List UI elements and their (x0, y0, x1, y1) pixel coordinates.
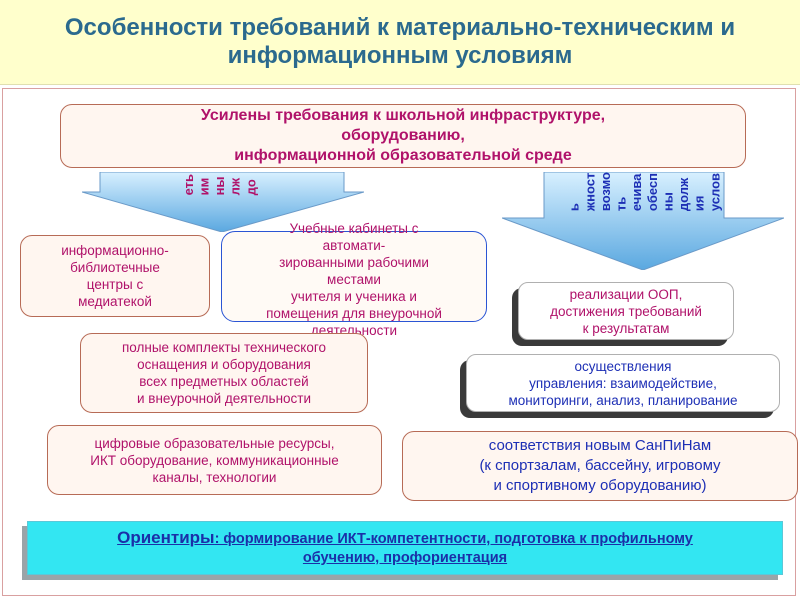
library-line: информационно- (61, 243, 169, 258)
classrooms-line: Учебные кабинеты с (289, 221, 419, 236)
management-line: мониторинги, анализ, планирование (508, 392, 738, 408)
library-line: медиатекой (78, 294, 152, 309)
equipment-box: полные комплекты технического оснащения … (80, 333, 368, 413)
right-arrow-label-col: ия (691, 195, 707, 212)
orientiry-text-1: : формирование ИКТ-компетентности, подго… (214, 531, 693, 547)
equipment-line: и внеурочной деятельности (136, 391, 312, 406)
oop-line: достижения требований (550, 303, 702, 319)
digital-line: каналы, технологии (152, 469, 277, 485)
classrooms-line: местами (327, 272, 381, 287)
main-requirements-line-3: информационной образовательной среде (234, 147, 572, 164)
library-centers-box: информационно- библиотечные центры с мед… (20, 235, 210, 317)
sanpin-line: и спортивному оборудованию) (493, 477, 707, 494)
sanpin-box: соответствия новым СанПиНам (к спортзала… (402, 431, 798, 501)
slide-title-line-2: информационным условиям (227, 42, 573, 69)
orientiry-lead: Ориентиры (117, 528, 215, 547)
right-arrow-label-col: ь (566, 203, 582, 212)
management-line: управления: взаимодействие, (529, 375, 717, 391)
digital-resources-box: цифровые образовательные ресурсы, ИКТ об… (47, 425, 382, 495)
right-arrow-label: услов ия долж ны обесп ечива ть возмо жн… (530, 172, 760, 211)
equipment-line: оснащения и оборудования (137, 357, 311, 372)
equipment-line: всех предметных областей (139, 374, 309, 389)
right-arrow-label-col: жност (582, 172, 598, 212)
oop-box: реализации ООП, достижения требований к … (518, 282, 734, 340)
sanpin-line: (к спортзалам, бассейну, игровому (479, 457, 721, 474)
management-box: осуществления управления: взаимодействие… (466, 354, 780, 412)
digital-line: ИКТ оборудование, коммуникационные (90, 452, 339, 468)
classrooms-line: автомати- (322, 238, 386, 253)
right-arrow-label-col: долж (676, 177, 692, 212)
left-arrow-label-col: лж (227, 177, 243, 196)
right-arrow-label-col: обесп (644, 173, 660, 212)
left-arrow-label-col: им (196, 177, 212, 196)
left-arrow-label-col: еть (180, 174, 196, 196)
right-arrow-label-col: ечива (629, 173, 645, 212)
orientiry-line-1: Ориентиры: формирование ИКТ-компетентнос… (117, 528, 693, 549)
oop-line: к результатам (582, 320, 670, 336)
classrooms-line: зированными рабочими (279, 255, 429, 270)
right-arrow-label-col: возмо (597, 172, 613, 212)
content-frame (2, 88, 796, 596)
main-requirements-line-2: оборудованию, (341, 127, 465, 144)
left-arrow-label-col: до (243, 179, 259, 196)
left-arrow-label-col: ны (212, 176, 227, 196)
management-line: осуществления (574, 358, 672, 374)
right-arrow-label-col: услов (707, 172, 723, 212)
right-down-arrow (502, 172, 784, 270)
oop-line: реализации ООП, (569, 286, 683, 302)
slide-title-line-1: Особенности требований к материально-тех… (64, 14, 736, 41)
left-down-arrow (82, 172, 364, 232)
left-arrow-label: до лж ны им еть (96, 174, 344, 195)
main-requirements-line-1: Усилены требования к школьной инфраструк… (200, 107, 606, 124)
right-arrow-label-col: ны (660, 192, 676, 212)
classrooms-line: помещения для внеурочной (266, 306, 442, 321)
sanpin-line: соответствия новым СанПиНам (488, 437, 712, 454)
right-arrow-label-col: ть (613, 196, 629, 212)
orientiry-banner: Ориентиры: формирование ИКТ-компетентнос… (27, 521, 783, 575)
equipment-line: полные комплекты технического (121, 340, 327, 355)
orientiry-text-2: обучению, профориентация (302, 550, 508, 566)
digital-line: цифровые образовательные ресурсы, (94, 435, 335, 451)
library-line: библиотечные (70, 260, 160, 275)
slide-title: Особенности требований к материально-тех… (0, 0, 800, 85)
classrooms-line: учителя и ученика и (291, 289, 417, 304)
classrooms-box: Учебные кабинеты с автомати- зированными… (221, 221, 487, 338)
library-line: центры с (86, 277, 144, 292)
main-requirements-box: Усилены требования к школьной инфраструк… (60, 104, 746, 168)
